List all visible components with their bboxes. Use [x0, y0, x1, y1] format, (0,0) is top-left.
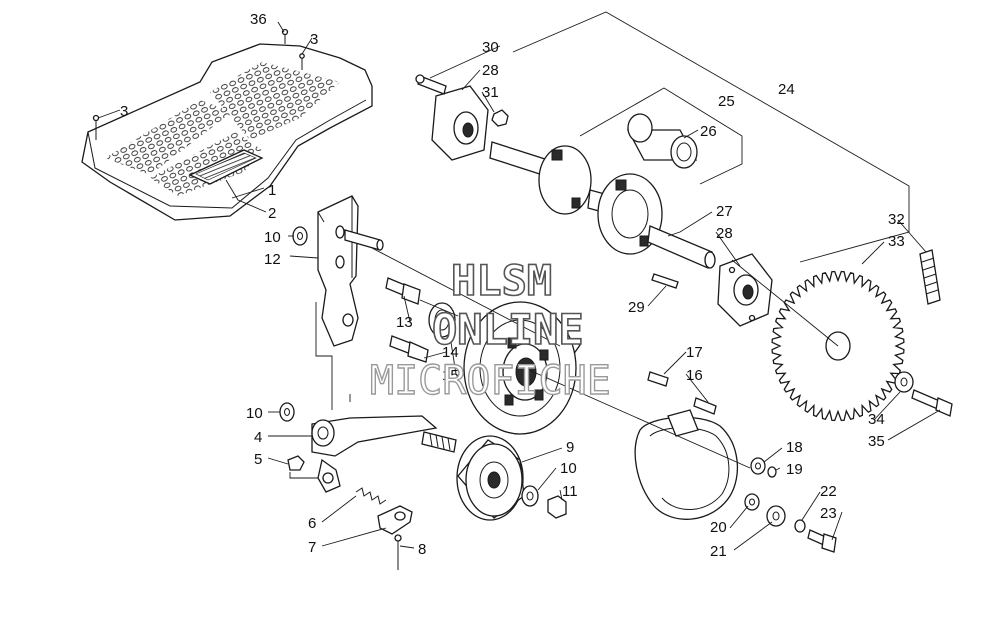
bolt-35	[911, 389, 953, 417]
callout-25: 25	[718, 93, 735, 110]
nut-31	[491, 109, 509, 127]
callout-8: 8	[418, 541, 426, 558]
washer-10c	[521, 485, 539, 507]
washer-10b	[279, 402, 295, 422]
nut-11	[547, 495, 567, 519]
callout-labels: 36 3 3 1 2 10 12 13 14 15 10 4 5 6 7 8 9…	[120, 11, 905, 560]
callout-35: 35	[868, 433, 885, 450]
callout-14: 14	[442, 344, 459, 361]
footrest-plate	[81, 28, 373, 221]
callout-10-top: 10	[264, 229, 281, 246]
key-29	[651, 273, 679, 289]
callout-1: 1	[268, 182, 276, 199]
callout-33: 33	[888, 233, 905, 250]
brake-lever-7	[377, 505, 413, 535]
callout-2: 2	[268, 205, 276, 222]
callout-17: 17	[686, 344, 703, 361]
bolt-13	[385, 277, 421, 305]
callout-10-low: 10	[560, 460, 577, 477]
callout-36: 36	[250, 11, 267, 28]
washer-22	[794, 519, 806, 533]
label-leaders	[97, 21, 941, 551]
bolt-14	[389, 335, 429, 363]
callout-12: 12	[264, 251, 281, 268]
callout-5: 5	[254, 451, 262, 468]
callout-27: 27	[716, 203, 733, 220]
callout-29: 29	[628, 299, 645, 316]
chain-32	[919, 249, 941, 305]
callout-13: 13	[396, 314, 413, 331]
idler-pulley	[456, 435, 525, 521]
washer-10a	[292, 226, 308, 246]
washer-19	[767, 466, 777, 478]
callout-4: 4	[254, 429, 262, 446]
watermark-line-2: ONLINE	[432, 305, 584, 354]
callout-15: 15	[442, 367, 459, 384]
callout-6: 6	[308, 515, 316, 532]
callout-19: 19	[786, 461, 803, 478]
assembly-lines	[289, 247, 839, 479]
callout-30: 30	[482, 39, 499, 56]
bearing-flange-28a	[431, 85, 489, 161]
bushing-15	[428, 302, 456, 338]
callout-31: 31	[482, 84, 499, 101]
callout-11: 11	[562, 483, 578, 500]
callout-34: 34	[868, 411, 885, 428]
callout-7: 7	[308, 539, 316, 556]
nut-5	[287, 455, 305, 471]
bolt-23	[807, 529, 837, 553]
callout-3: 3	[310, 31, 318, 48]
pin-17	[647, 371, 669, 387]
callout-26: 26	[700, 123, 717, 140]
washer-21	[766, 505, 786, 527]
watermark-line-3: MICROFICHE	[370, 358, 611, 404]
washer-34	[894, 371, 914, 393]
callout-9: 9	[566, 439, 574, 456]
callout-28-top: 28	[482, 62, 499, 79]
watermark: HLSM ONLINE MICROFICHE	[369, 255, 611, 405]
idler-arm	[311, 415, 457, 493]
sleeve-26	[626, 113, 698, 169]
callout-21: 21	[710, 543, 727, 560]
spring-6	[355, 487, 387, 505]
callout-3-left: 3	[120, 103, 128, 120]
jackshaft	[489, 141, 716, 269]
assembly-outline-24	[512, 11, 910, 263]
pin-8	[394, 534, 402, 570]
brake-disc	[463, 301, 581, 435]
callout-18: 18	[786, 439, 803, 456]
assembly-outline-25	[579, 87, 743, 185]
callout-20: 20	[710, 519, 727, 536]
watermark-line-1: HLSM	[451, 256, 552, 305]
washer-18	[750, 457, 766, 475]
callout-22: 22	[820, 483, 837, 500]
callout-10-mid: 10	[246, 405, 263, 422]
bearing-flange-28b	[717, 253, 773, 327]
callout-23: 23	[820, 505, 837, 522]
bolt-30	[415, 74, 447, 95]
callout-16: 16	[686, 367, 703, 384]
callout-28-low: 28	[716, 225, 733, 242]
spacer-16	[693, 397, 717, 415]
callout-32: 32	[888, 211, 905, 228]
brake-band	[634, 409, 739, 520]
mounting-bracket	[317, 195, 384, 347]
callout-24: 24	[778, 81, 795, 98]
washer-20	[744, 493, 760, 511]
